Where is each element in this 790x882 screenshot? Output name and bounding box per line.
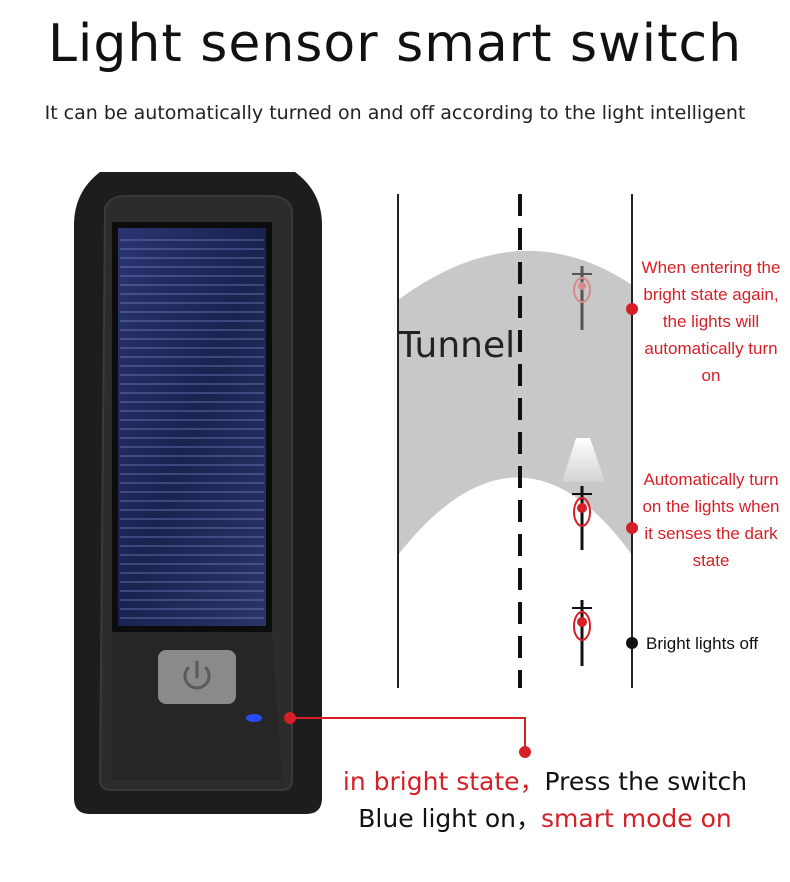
caption-line-1: in bright state，Press the switch xyxy=(300,762,790,798)
caption-bright-state: in bright state， xyxy=(342,767,545,796)
blue-indicator-light xyxy=(246,714,262,722)
solar-cell-lines xyxy=(120,239,264,619)
note-dot-bright-again xyxy=(626,303,638,315)
bike-icon-bottom xyxy=(572,600,592,666)
caption-press-switch: Press the switch xyxy=(544,767,748,796)
tunnel-diagram xyxy=(397,194,633,688)
connector-line xyxy=(284,712,531,758)
caption-smart-mode: smart mode on xyxy=(541,804,732,833)
note-dot-dark-state xyxy=(626,522,638,534)
note-dot-lights-off xyxy=(626,637,638,649)
note-dark-state: Automatically turn on the lights when it… xyxy=(642,470,780,570)
power-icon xyxy=(183,660,211,690)
page-subtitle: It can be automatically turned on and of… xyxy=(44,102,746,124)
bike-icon-middle xyxy=(572,486,592,550)
note-lights-off: Bright lights off xyxy=(646,634,759,653)
light-beam xyxy=(562,438,605,482)
caption-blue-light: Blue light on， xyxy=(358,804,542,833)
device-lower-panel xyxy=(112,632,282,780)
note-bright-again: When entering the bright state again, th… xyxy=(641,258,781,385)
tunnel-shape xyxy=(398,250,632,555)
page-title: Light sensor smart switch xyxy=(47,14,743,74)
bike-icon-top xyxy=(572,266,592,330)
tunnel-label: Tunnel xyxy=(398,325,516,366)
solar-panel xyxy=(118,228,266,626)
caption-line-2: Blue light on，smart mode on xyxy=(300,799,790,835)
bike-light-device xyxy=(74,172,322,814)
